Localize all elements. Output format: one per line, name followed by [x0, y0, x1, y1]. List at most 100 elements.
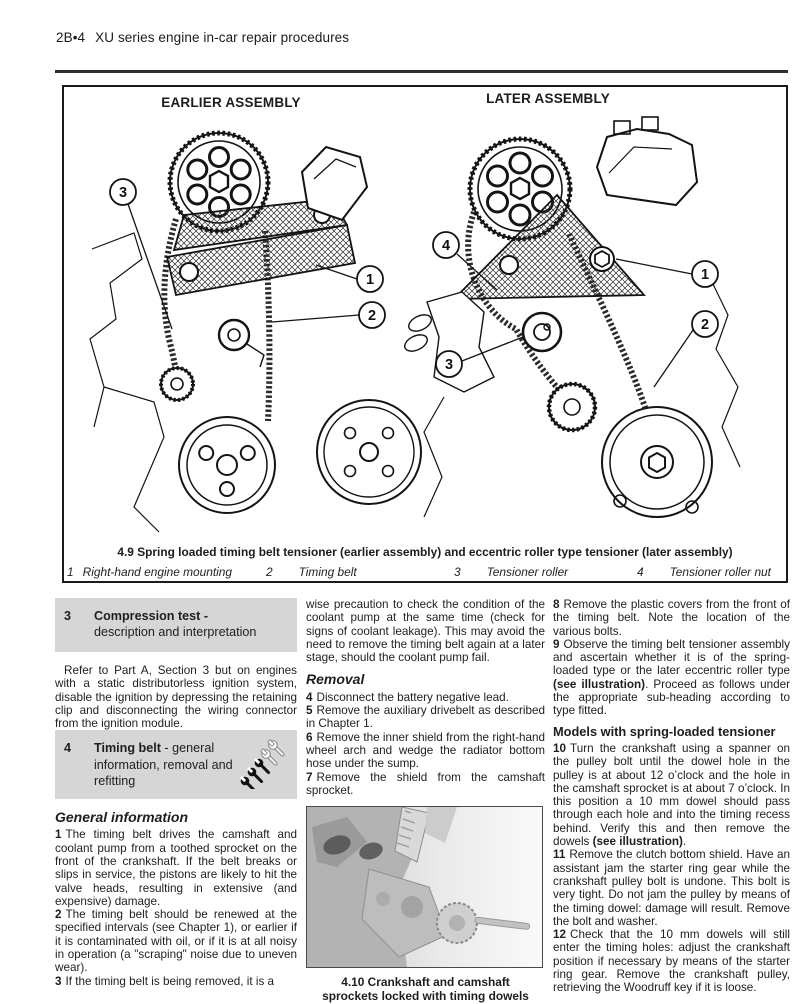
step-number: 7: [306, 770, 313, 784]
section-title: Compression test -description and interp…: [94, 608, 287, 642]
engine-block-outline: [89, 232, 143, 428]
text-segment: Refer to Part A, Section 3 but on engine…: [55, 664, 297, 731]
paragraph: Refer to Part A, Section 3 but on engine…: [55, 664, 297, 730]
section-title-line: description and interpretation: [94, 624, 287, 640]
text-segment: Compression test -: [94, 609, 209, 623]
later-assembly-diagram: 4 1 2 3: [404, 116, 741, 518]
callout-3-earlier: 3: [109, 178, 173, 330]
step-number: 1: [55, 828, 62, 842]
text-segment: refitting: [94, 773, 136, 788]
callout-1-earlier: 1: [315, 264, 384, 293]
engine-photo: [306, 806, 543, 969]
section-title-line: refitting: [94, 773, 287, 789]
photo-caption: 4.10 Crankshaft and camshaft sprockets l…: [322, 975, 529, 1004]
text-segment: The timing belt should be renewed at the…: [55, 908, 297, 975]
legend-number: 2: [266, 565, 273, 579]
section-title-line: information, removal and: [94, 757, 287, 773]
legend-number: 4: [637, 565, 644, 579]
text-segment: The timing belt drives the camshaft and …: [55, 828, 297, 908]
paragraph: wise precaution to check the condition o…: [306, 598, 545, 664]
text-segment: Remove the clutch bottom shield. Have an…: [553, 848, 790, 928]
callout-2-later: 2: [653, 310, 719, 388]
page-number: 2B•4: [56, 30, 86, 45]
text-segment: Timing belt: [94, 741, 161, 756]
timing-belt-later-left: [465, 210, 569, 400]
figure-caption: 4.9 Spring loaded timing belt tensioner …: [117, 545, 733, 559]
step-number: 10: [553, 741, 567, 755]
text-segment: (see illustration): [592, 835, 683, 849]
right-hand-engine-mounting-earlier: [300, 145, 369, 222]
right-hand-engine-mounting-later: [595, 116, 699, 207]
step-number: 6: [306, 730, 313, 744]
engine-mounting-bracket-earlier: [165, 198, 357, 297]
subheading-bold: Models with spring-loaded tensioner: [553, 723, 776, 739]
svg-text:2: 2: [368, 308, 376, 324]
camshaft-sprocket-earlier: [167, 130, 271, 234]
legend-number: 3: [454, 565, 461, 579]
subheading-italic: General information: [55, 809, 189, 826]
text-segment: .: [682, 835, 687, 849]
text-segment: Observe the timing belt tensioner assemb…: [553, 637, 790, 678]
header-rule: [55, 70, 788, 73]
step-number: 11: [553, 848, 566, 862]
figure-4-9: 3 1 2: [62, 85, 788, 583]
section-title-line: Timing belt - general: [94, 740, 287, 756]
legend-number: 1: [67, 565, 74, 579]
step-number: 3: [55, 974, 62, 988]
svg-text:2: 2: [701, 317, 709, 333]
step-number: 4: [306, 690, 313, 704]
step-number: 5: [306, 704, 313, 718]
text-segment: (see illustration): [553, 677, 646, 691]
step-number: 12: [553, 928, 567, 942]
text-segment: Disconnect the battery negative lead.: [316, 690, 509, 704]
svg-text:1: 1: [366, 272, 374, 288]
svg-text:3: 3: [119, 185, 127, 201]
engine-diagram-svg: 3 1 2: [89, 116, 741, 533]
earlier-assembly-label: EARLIER ASSEMBLY: [161, 95, 301, 110]
coolant-pump-sprocket-later: [546, 381, 598, 433]
section-title-line: Compression test -: [94, 608, 287, 624]
text-segment: Remove the auxiliary drivebelt as descri…: [306, 704, 545, 731]
text-segment: Remove the shield from the camshaft spro…: [306, 770, 545, 797]
text-segment: information, removal and: [94, 757, 233, 772]
crankshaft-sprocket-earlier: [159, 366, 195, 402]
step-number: 9: [553, 637, 560, 651]
svg-text:1: 1: [701, 267, 709, 283]
callout-2-earlier: 2: [271, 301, 386, 329]
legend-item-4: 4 Tensioner roller nut: [637, 565, 771, 579]
callout-4-later: 4: [432, 231, 498, 291]
engine-photo-art: [307, 807, 542, 968]
step-number: 2: [55, 908, 62, 922]
text-segment: . Proceed as follows under the appropria…: [553, 677, 790, 718]
legend-label: Tensioner roller nut: [669, 565, 771, 579]
text-segment: If the timing belt is being removed, it …: [65, 974, 275, 988]
text-segment: Turn the crankshaft using a spanner on t…: [553, 741, 790, 849]
subheading-italic: Removal: [306, 671, 365, 688]
section-heading-box-3: 3 Compression test -description and inter…: [55, 598, 297, 652]
spanner-rating-icon: [240, 739, 285, 790]
callout-1-later: 1: [615, 258, 719, 288]
crankshaft-pulley-later: [601, 406, 713, 518]
tensioner-roller-earlier: [217, 318, 265, 368]
auxiliary-pulley-earlier: [316, 399, 422, 505]
legend-label: Right-hand engine mounting: [82, 565, 233, 579]
section-number: 3: [64, 609, 72, 623]
text-segment: Remove the plastic covers from the front…: [553, 598, 790, 638]
engine-block-outline-later: [711, 281, 741, 468]
svg-text:3: 3: [445, 357, 453, 373]
